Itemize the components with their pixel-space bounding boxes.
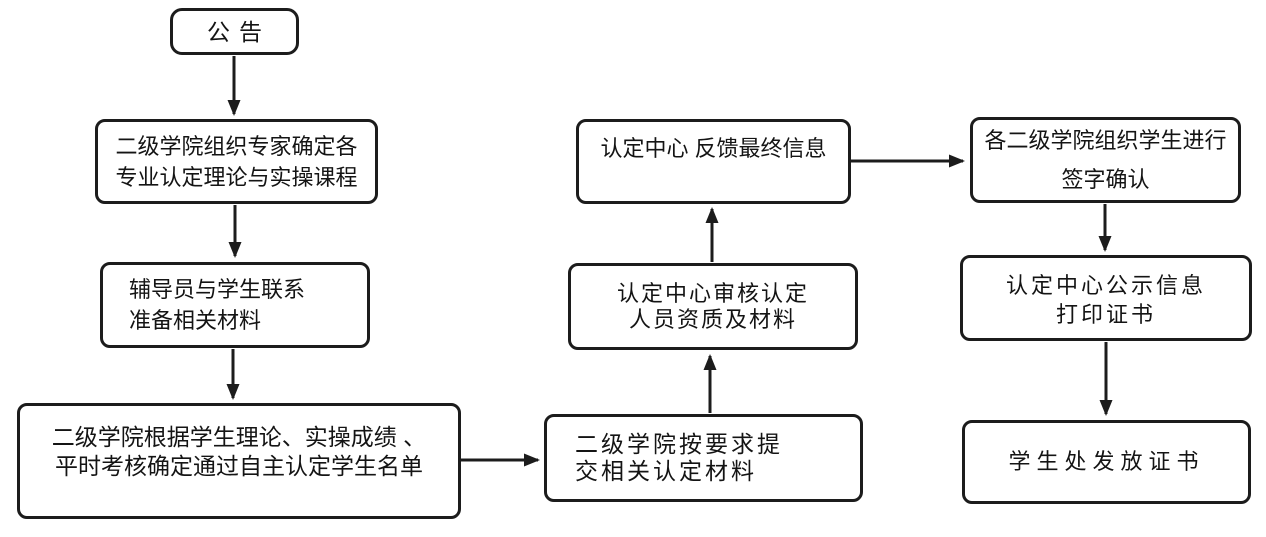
node-determine-list-line2: 平时考核确定通过自主认定学生名单 (55, 453, 423, 479)
node-feedback-info-label: 认定中心 反馈最终信息 (600, 136, 827, 161)
node-review-materials-line2: 人员资质及材料 (628, 306, 797, 332)
node-determine-courses: 二级学院组织专家确定各 专业认定理论与实操课程 (95, 119, 378, 204)
node-issue-certificates-label: 学生处发放证书 (1008, 449, 1205, 474)
node-review-materials-line1: 认定中心审核认定 (616, 280, 809, 306)
node-submit-materials: 二级学院按要求提 交相关认定材料 (544, 414, 863, 502)
node-publicize-print-line2: 打印证书 (1055, 302, 1156, 327)
node-announcement: 公告 (170, 8, 299, 55)
node-counselor-prepare-line1: 辅导员与学生联系 (129, 277, 306, 302)
node-submit-materials-line2: 交相关认定材料 (575, 458, 757, 484)
node-publicize-print-line1: 认定中心公示信息 (1005, 273, 1206, 298)
node-review-materials: 认定中心审核认定 人员资质及材料 (568, 263, 858, 350)
node-announcement-label: 公告 (207, 18, 271, 45)
node-sign-confirm: 各二级学院组织学生进行 签字确认 (970, 117, 1241, 203)
node-issue-certificates: 学生处发放证书 (962, 420, 1251, 504)
node-feedback-info: 认定中心 反馈最终信息 (576, 119, 851, 204)
node-publicize-print: 认定中心公示信息 打印证书 (960, 255, 1252, 341)
node-counselor-prepare: 辅导员与学生联系 准备相关材料 (100, 262, 370, 348)
node-counselor-prepare-line2: 准备相关材料 (129, 308, 262, 333)
node-submit-materials-line1: 二级学院按要求提 (575, 431, 783, 457)
node-sign-confirm-line2: 签字确认 (1061, 167, 1150, 192)
node-sign-confirm-line1: 各二级学院组织学生进行 (984, 128, 1227, 153)
node-determine-courses-line2: 专业认定理论与实操课程 (115, 164, 358, 190)
node-determine-list-line1: 二级学院根据学生理论、实操成绩 、 (51, 424, 427, 450)
node-determine-courses-line1: 二级学院组织专家确定各 (115, 133, 358, 159)
node-determine-list: 二级学院根据学生理论、实操成绩 、 平时考核确定通过自主认定学生名单 (17, 403, 461, 519)
